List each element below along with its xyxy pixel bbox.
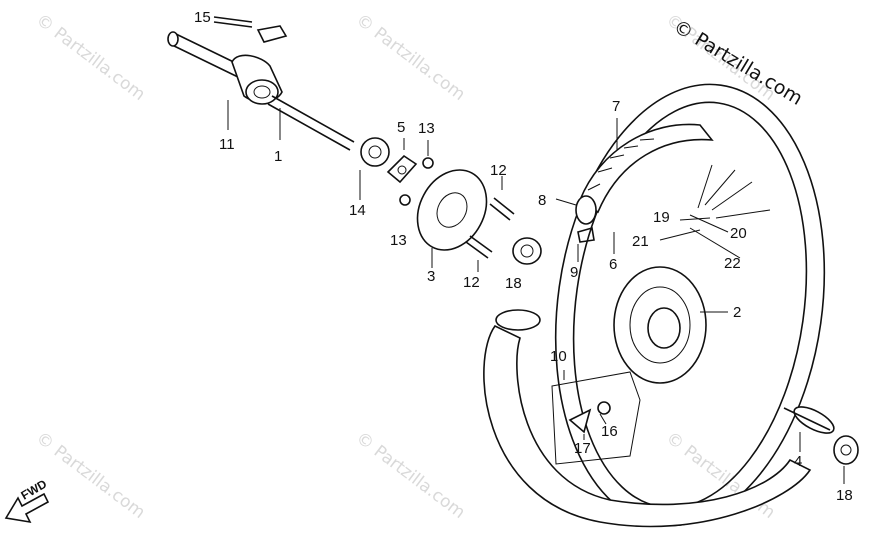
- copyright-label: © Partzilla.com: [669, 15, 806, 109]
- callout-1: 1: [274, 148, 282, 165]
- callout-12-bottom: 12: [463, 274, 480, 291]
- watermark: © Partzilla.com: [352, 10, 469, 105]
- callout-21: 21: [632, 233, 649, 250]
- callout-13-bottom: 13: [390, 232, 407, 249]
- callout-4: 4: [794, 453, 802, 470]
- callout-7: 7: [612, 98, 620, 115]
- callout-3: 3: [427, 268, 435, 285]
- callout-8: 8: [538, 192, 546, 209]
- callout-14: 14: [349, 202, 366, 219]
- fwd-arrow-icon: [4, 492, 50, 524]
- callout-2: 2: [733, 304, 741, 321]
- tire-assembly: [555, 118, 714, 262]
- callout-12-top: 12: [490, 162, 507, 179]
- watermark: © Partzilla.com: [32, 10, 149, 105]
- fwd-indicator: FWD: [4, 477, 50, 524]
- inner-tube-assembly: [483, 309, 812, 528]
- callout-13-top: 13: [418, 120, 435, 137]
- callout-22: 22: [724, 255, 741, 272]
- watermark: © Partzilla.com: [352, 428, 469, 523]
- callout-15: 15: [194, 9, 211, 26]
- callout-10: 10: [550, 348, 567, 365]
- watermarks: © Partzilla.com © Partzilla.com © Partzi…: [32, 10, 779, 523]
- callout-16: 16: [601, 423, 618, 440]
- callout-5: 5: [397, 119, 405, 136]
- callout-labels: 15 11 1 5 13 14 13 3 12 12 18 7 8 9 6 19…: [194, 9, 853, 504]
- axle-assembly: [167, 16, 390, 167]
- callout-9: 9: [570, 264, 578, 281]
- callout-11: 11: [219, 136, 235, 153]
- watermark: © Partzilla.com: [32, 428, 149, 523]
- callout-19: 19: [653, 209, 670, 226]
- callout-17: 17: [574, 440, 591, 457]
- small-parts: [359, 138, 542, 272]
- callout-18-right: 18: [836, 487, 853, 504]
- callout-20: 20: [730, 225, 747, 242]
- callout-6: 6: [609, 256, 617, 273]
- callout-18-left: 18: [505, 275, 522, 292]
